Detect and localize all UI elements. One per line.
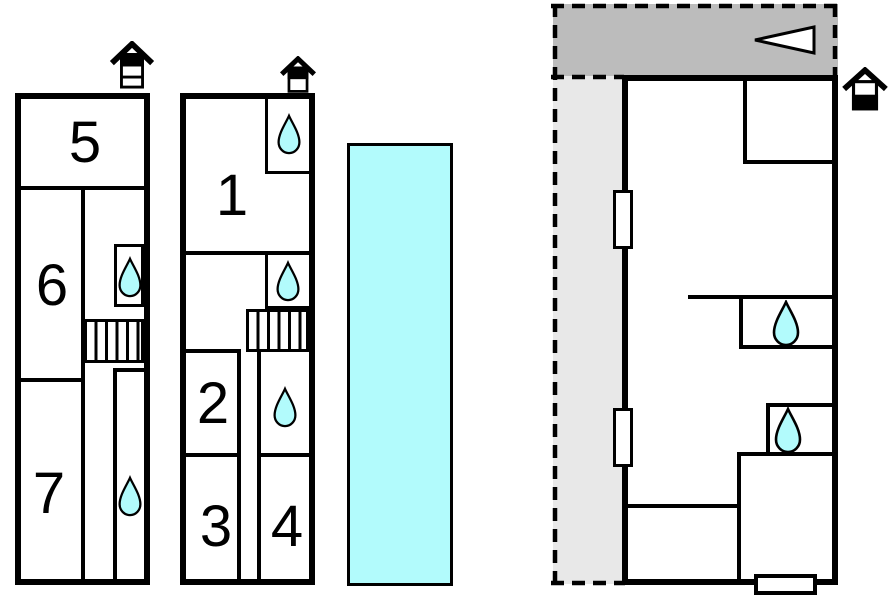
wall: [739, 299, 743, 349]
wall: [186, 453, 241, 457]
wall: [257, 453, 309, 457]
wall: [737, 456, 741, 579]
water-drop-icon: [273, 386, 297, 428]
wall: [113, 368, 144, 372]
swimming-pool: [347, 143, 453, 586]
water-drop-icon: [276, 260, 300, 302]
wall: [739, 345, 832, 349]
wall: [743, 160, 832, 164]
room-label: 6: [35, 253, 69, 318]
wall: [21, 378, 85, 382]
wall: [766, 403, 832, 407]
house-left-interior: 5 6 7: [21, 99, 144, 579]
staircase: [84, 319, 144, 363]
wall: [257, 352, 261, 579]
fireplace-icon: [842, 67, 888, 111]
house-right: [622, 75, 838, 585]
direction-arrow-icon: [754, 25, 816, 55]
water-drop-icon: [118, 256, 142, 298]
fireplace-icon: [109, 41, 155, 89]
wall: [81, 186, 85, 579]
wall: [688, 295, 832, 299]
wall: [237, 349, 241, 579]
room-label: 7: [32, 461, 66, 526]
side-patio: [553, 76, 622, 584]
wall: [628, 504, 741, 508]
wall: [743, 81, 747, 164]
wall: [113, 368, 117, 579]
room-label: 4: [270, 494, 304, 559]
house-middle-interior: 1 2 3 4: [186, 99, 309, 579]
room-label: 2: [196, 371, 230, 436]
wall: [737, 452, 832, 456]
water-drop-icon: [277, 113, 301, 155]
room-label: 5: [68, 110, 102, 175]
water-drop-icon: [118, 475, 142, 517]
room-label: 3: [199, 494, 233, 559]
house-middle: 1 2 3 4: [180, 93, 315, 585]
window: [613, 190, 633, 249]
room-label: 1: [215, 163, 249, 228]
house-left: 5 6 7: [15, 93, 150, 585]
wall: [766, 403, 770, 456]
house-right-interior: [628, 81, 832, 579]
water-drop-icon: [772, 300, 800, 346]
wall: [186, 349, 241, 353]
window: [613, 408, 633, 467]
water-drop-icon: [774, 407, 802, 453]
door: [754, 574, 817, 595]
staircase: [246, 309, 309, 352]
wall: [186, 251, 309, 255]
fireplace-icon: [280, 56, 316, 93]
